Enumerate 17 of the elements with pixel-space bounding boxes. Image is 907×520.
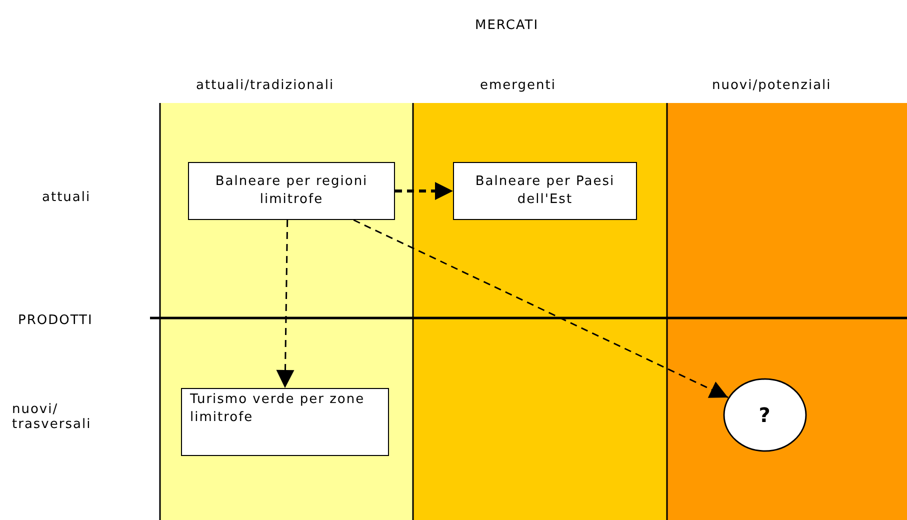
dashed-arrow — [276, 220, 294, 388]
dashed-arrow — [395, 182, 453, 200]
column-axis-title: MERCATI — [475, 18, 539, 33]
column-header: emergenti — [480, 78, 556, 93]
row-header: attuali — [42, 190, 91, 205]
box-text: Balneare per regioni limitrofe — [214, 173, 369, 209]
product-market-box — [453, 162, 637, 220]
dashed-arrow — [353, 219, 728, 398]
row-axis-title: PRODOTTI — [18, 313, 93, 328]
question-mark: ? — [758, 406, 772, 424]
product-market-box — [188, 162, 395, 220]
box-text: Turismo verde per zone limitrofe — [190, 391, 366, 427]
column-header: attuali/tradizionali — [196, 78, 334, 93]
product-market-box — [181, 388, 389, 456]
box-text: Balneare per Paesi dell'Est — [474, 173, 616, 209]
column-header: nuovi/potenziali — [712, 78, 832, 93]
row-header: nuovi/ trasversali — [12, 402, 92, 432]
